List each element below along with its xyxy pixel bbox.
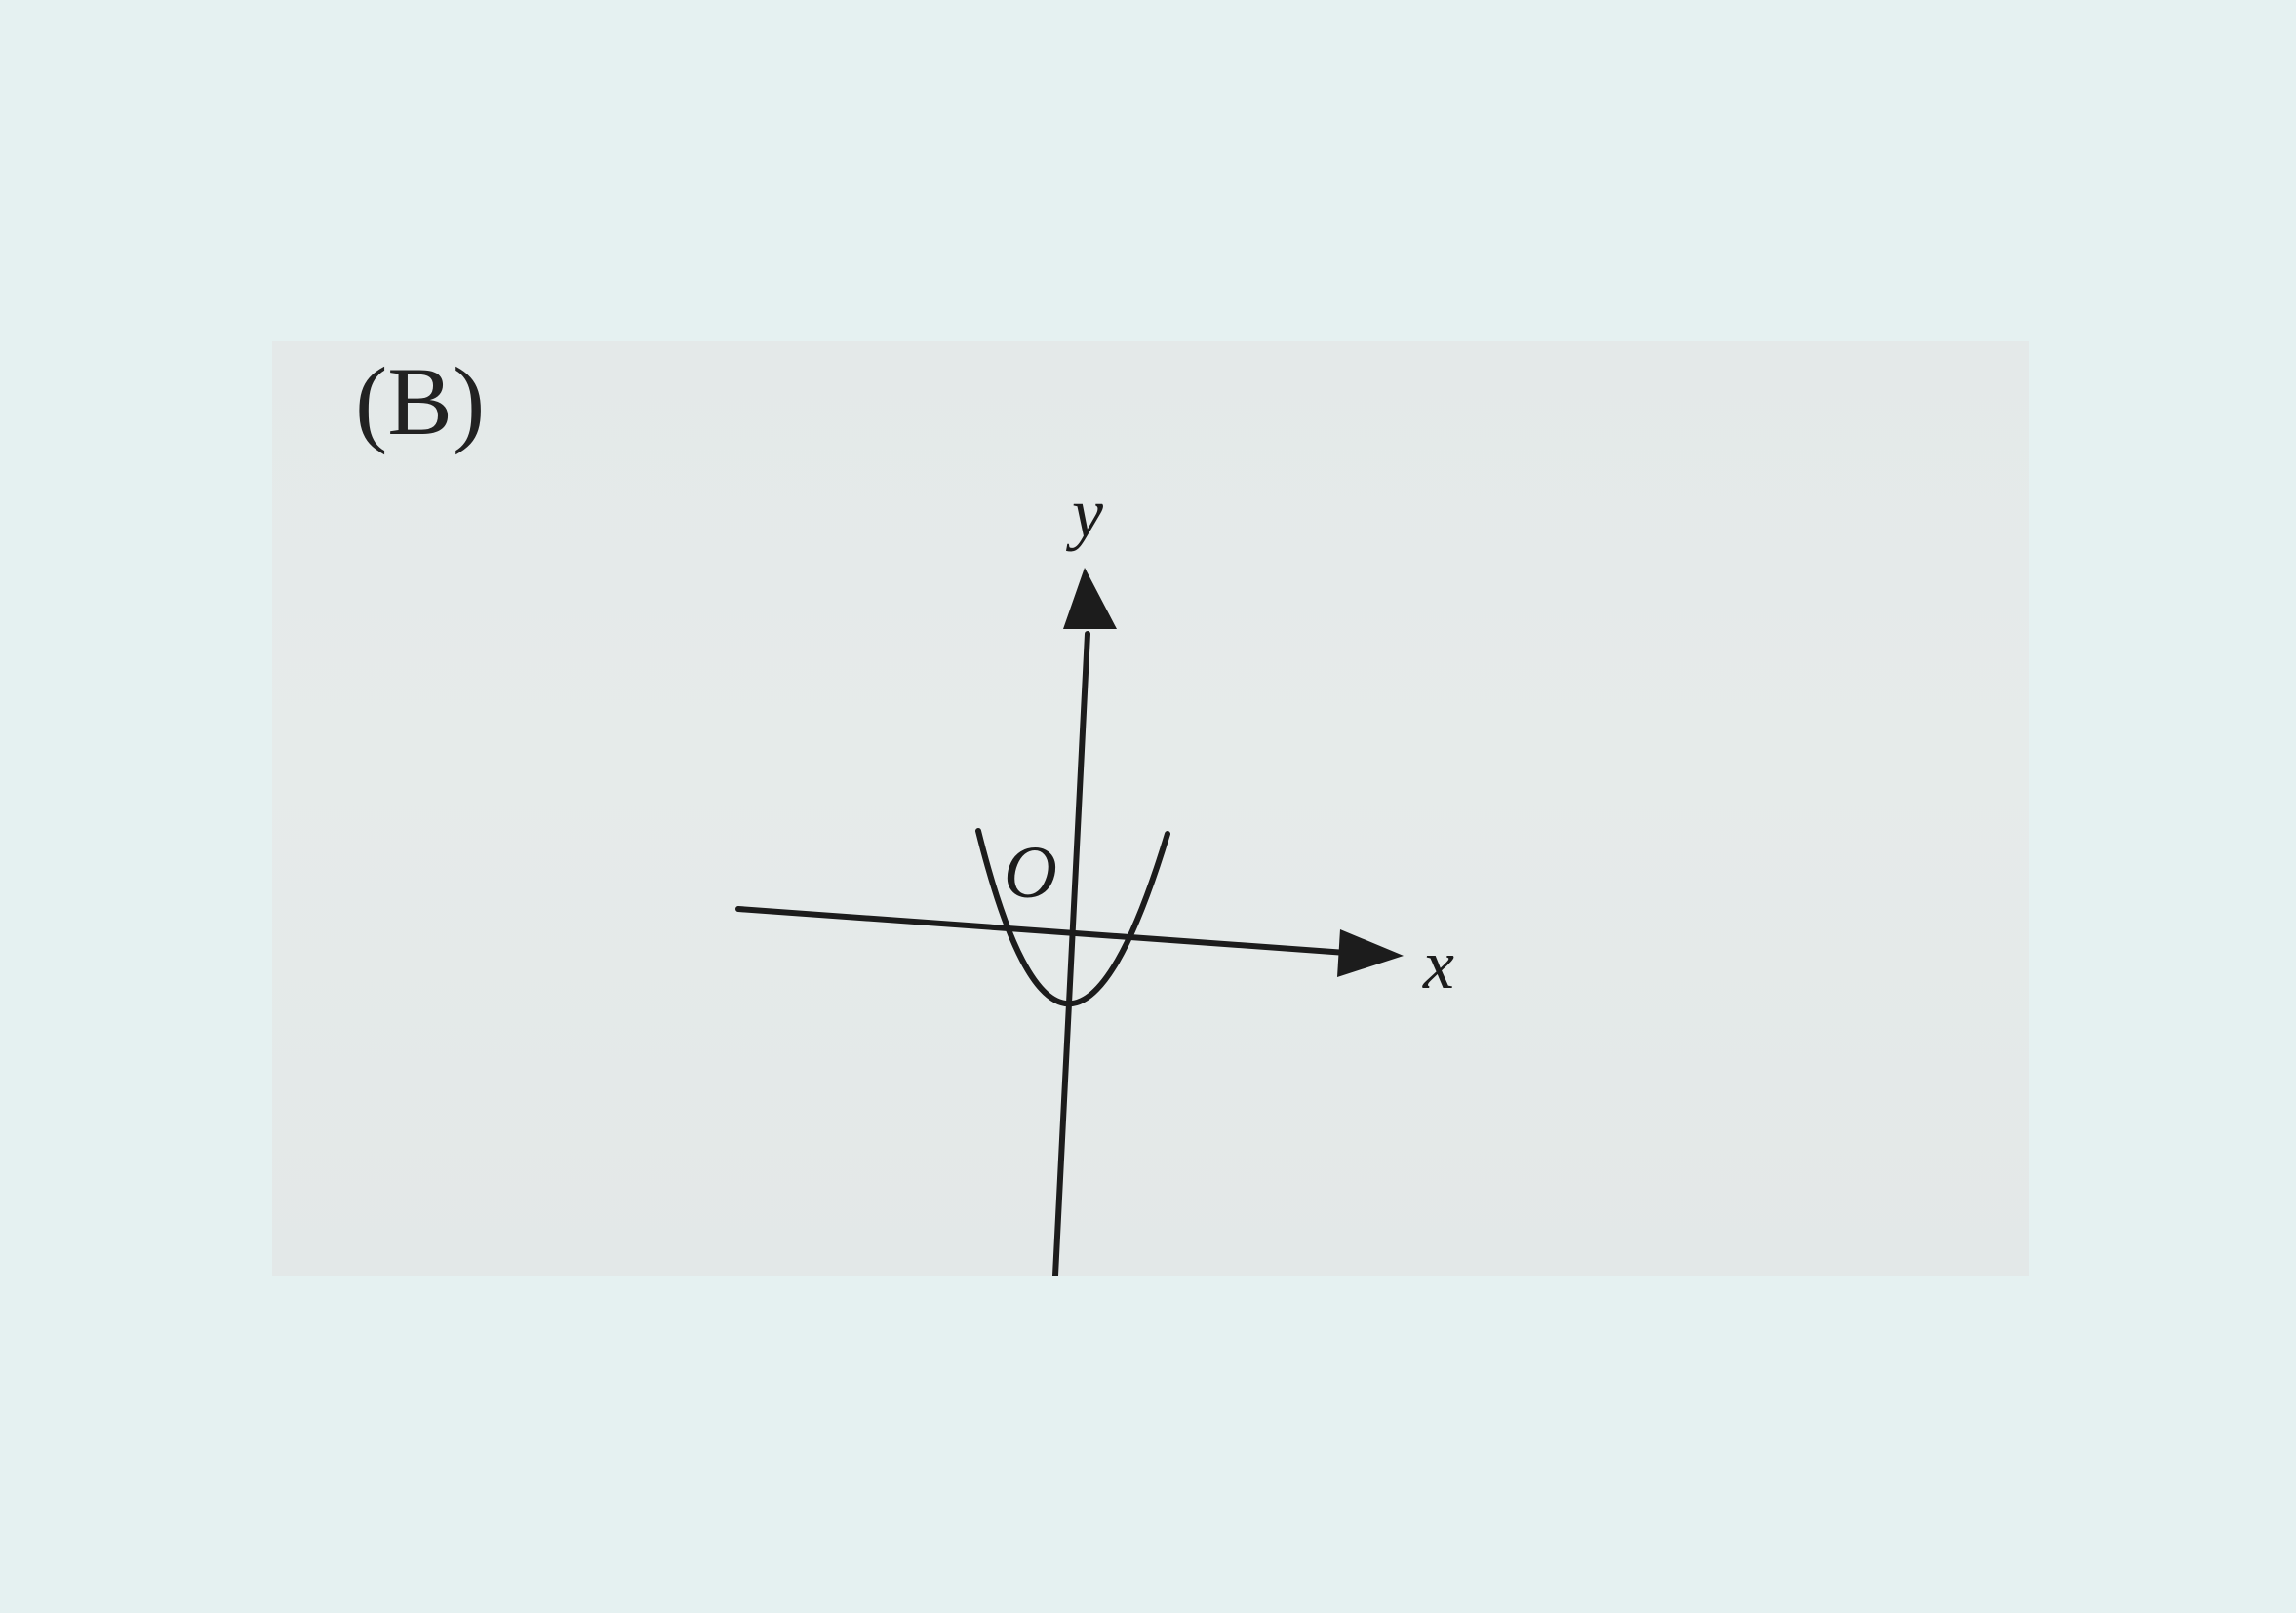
parabola-curve [975, 828, 1170, 1007]
x-axis [735, 906, 1363, 957]
x-axis-arrow [1337, 929, 1404, 977]
x-axis-label: x [1422, 925, 1454, 1003]
figure-photo: (B) x y O [272, 341, 2029, 1276]
y-axis [1052, 631, 1090, 1276]
origin-label: O [1004, 832, 1057, 914]
y-axis-arrow [1063, 568, 1117, 629]
y-axis-label: y [1065, 474, 1103, 552]
option-label: (B) [355, 347, 486, 455]
coordinate-diagram: x y O [735, 474, 1454, 1276]
